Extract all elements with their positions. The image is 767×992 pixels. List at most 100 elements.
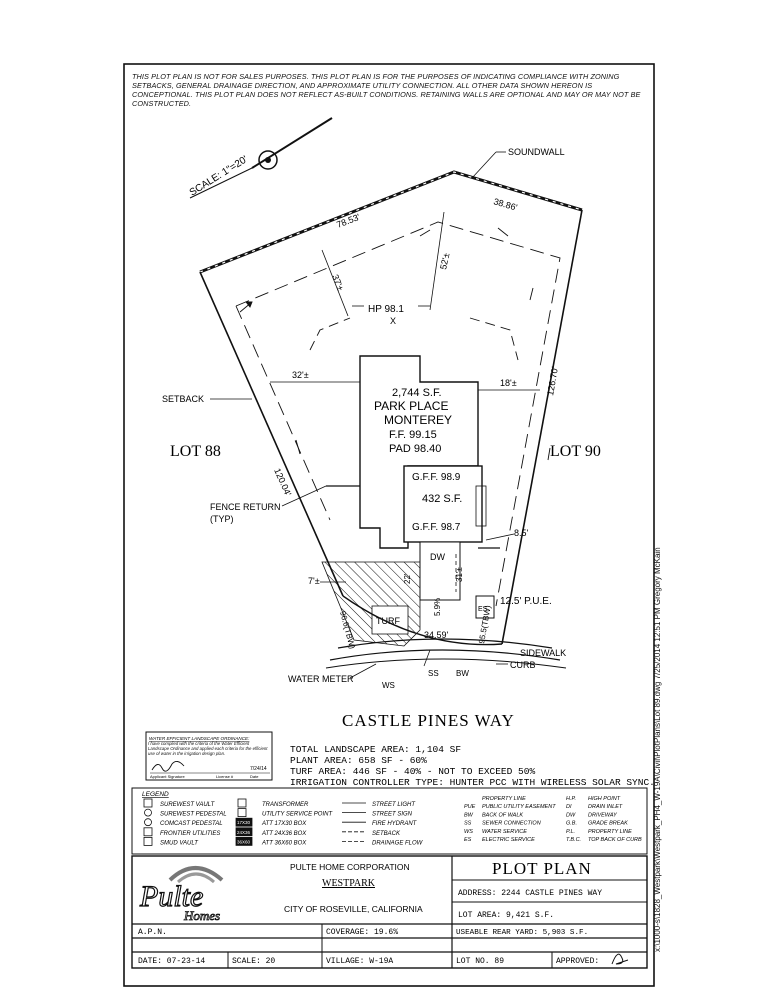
dim-top-right: 38.86': [492, 196, 518, 212]
curb-label: CURB: [510, 660, 536, 670]
legend-col5-item: GRADE BREAK: [588, 821, 628, 827]
file-path-note: x:\1000-s\1828_Westpark\Westpark_PH4_W-1…: [653, 547, 662, 952]
sidewalk-label: SIDEWALK: [520, 648, 566, 658]
approved-label: APPROVED:: [556, 957, 599, 966]
street-name: CASTLE PINES WAY: [342, 711, 515, 730]
legend-col2-item: ATT 24X36 BOX: [261, 831, 307, 837]
coverage: COVERAGE: 19.6%: [326, 928, 398, 937]
legend-col3-item: STREET LIGHT: [372, 802, 416, 808]
legend-sym2-2: [237, 808, 247, 817]
license-label: License #: [216, 774, 234, 779]
dim-7: 7'±: [308, 576, 320, 586]
legend-col5-code: T.B.C.: [566, 837, 581, 843]
hp-label: HP 98.1: [368, 304, 404, 315]
legend-col3-item: SETBACK: [372, 831, 401, 837]
ordinance-date-label: Date: [250, 774, 259, 779]
project-name: WESTPARK: [322, 878, 376, 889]
title-block: [131, 855, 648, 969]
left-property-line: [199, 271, 344, 597]
pue-label: 12.5' P.U.E.: [500, 596, 552, 607]
hp-marker: X: [390, 316, 396, 326]
legend-sym2-1: [237, 798, 247, 808]
legend-col5-code: P.L.: [566, 829, 575, 835]
lot-area: LOT AREA: 9,421 S.F.: [458, 911, 554, 920]
legend-sym-1: [143, 798, 153, 808]
ordinance-body: I have complied with the criteria of the…: [148, 741, 268, 756]
legend-col4-item: SEWER CONNECTION: [482, 821, 541, 827]
dim-18: 18'±: [500, 378, 517, 388]
scale: SCALE: 20: [232, 957, 275, 966]
legend-col4-code: PUE: [464, 804, 476, 810]
logo-sub: Homes: [183, 908, 220, 923]
fence-return-typ: (TYP): [210, 514, 234, 524]
legend-col4-item: BACK OF WALK: [482, 812, 523, 818]
soundwall-line: [199, 170, 583, 274]
legend-box-5-code: 36X60: [237, 839, 251, 844]
legend-box-3: [235, 817, 253, 827]
legend-col1-item: SMUD VAULT: [160, 840, 199, 846]
legend-col3-item: STREET SIGN: [372, 812, 413, 818]
city-name: CITY OF ROSEVILLE, CALIFORNIA: [284, 904, 423, 914]
pulte-logo: Pulte Homes: [138, 866, 224, 923]
dim-22: 22': [403, 573, 412, 584]
landscape-line-3: TURF AREA: 446 SF - 40% - NOT TO EXCEED …: [290, 766, 535, 777]
soundwall-label: SOUNDWALL: [508, 147, 565, 157]
ordinance-box: [145, 731, 273, 781]
dim-31: 31'±: [455, 567, 464, 582]
ss-label: SS: [428, 669, 439, 678]
front-property-line: [342, 595, 503, 646]
dim-5-9: 5.9%: [433, 598, 442, 616]
legend-title: LEGEND: [142, 791, 169, 798]
lot-88-label: LOT 88: [170, 443, 221, 460]
dim-right-side: 126.70': [545, 366, 560, 397]
address: ADDRESS: 2244 CASTLE PINES WAY: [458, 889, 602, 898]
legend-col4-code: WS: [464, 829, 473, 835]
setback-line: [235, 221, 561, 607]
legend-col1-item: COMCAST PEDESTAL: [160, 821, 223, 827]
legend-col2-item: ATT 36X60 BOX: [261, 840, 307, 846]
legend-col4-item: WATER SERVICE: [482, 829, 527, 835]
utility-box: [475, 595, 495, 619]
dim-37: 37'±: [330, 273, 346, 292]
legend-col4-code: ES: [464, 837, 472, 843]
pad-elevation: PAD 98.40: [389, 443, 441, 455]
scale-label: SCALE: 1"=20': [188, 154, 250, 199]
dim-left-side: 120.04': [272, 467, 293, 498]
house-name-2: MONTEREY: [384, 413, 452, 427]
finished-floor: F.F. 99.15: [389, 429, 437, 441]
right-property-line: [501, 209, 583, 645]
sig-label: Applicant Signature: [150, 774, 185, 779]
plot-plan-title: PLOT PLAN: [492, 859, 592, 878]
legend-col2-item: UTILITY SERVICE POINT: [262, 812, 333, 818]
turf-area: [371, 605, 409, 635]
landscape-line-2: PLANT AREA: 658 SF - 60%: [290, 755, 427, 766]
legend-col2-item: ATT 17X30 BOX: [261, 821, 307, 827]
setback-label: SETBACK: [162, 394, 204, 404]
date: DATE: 07-23-14: [138, 957, 205, 966]
legend-col1-item: FRONTIER UTILITIES: [160, 831, 220, 837]
legend-col5-code: DW: [566, 812, 576, 818]
legend-sym-3: [144, 818, 152, 827]
garage-footprint: [403, 465, 483, 543]
garage-sf: 432 S.F.: [422, 493, 462, 505]
legend-col5-code: H.P.: [566, 796, 576, 802]
landscape-line-1: TOTAL LANDSCAPE AREA: 1,104 SF: [290, 744, 461, 755]
legend-col1-item: SUREWEST VAULT: [160, 802, 216, 808]
legend-box-5: [235, 837, 253, 846]
dim-top-left: 78.53': [335, 212, 361, 230]
legend-box-3-code: 17X30: [237, 820, 251, 825]
north-arrow: SCALE: 1"=20': [188, 117, 333, 199]
turf-label: TURF: [376, 616, 400, 626]
ws-label: WS: [382, 681, 395, 690]
legend-col4-code: BW: [464, 812, 474, 818]
legend-col2-item: TRANSFORMER: [262, 802, 309, 808]
legend-col4-code: SS: [464, 821, 472, 827]
legend-col4-item: PUBLIC UTILITY EASEMENT: [482, 804, 556, 810]
legend-col5-item: HIGH POINT: [588, 796, 621, 802]
dim-8-5: 8.5': [514, 528, 529, 538]
legend-col5-code: DI: [566, 804, 572, 810]
ordinance-title: WATER EFFICIENT LANDSCAPE ORDINANCE:: [149, 736, 250, 741]
company-name: PULTE HOME CORPORATION: [290, 862, 410, 872]
